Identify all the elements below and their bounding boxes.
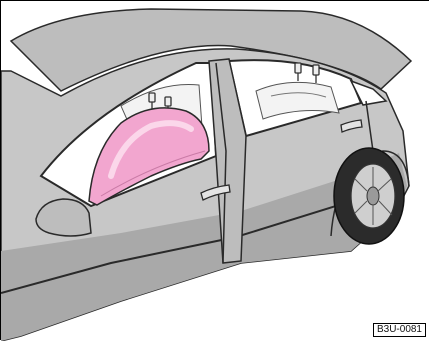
rear-wheel bbox=[334, 148, 404, 244]
figure-reference-code: B3U-0081 bbox=[373, 323, 426, 337]
